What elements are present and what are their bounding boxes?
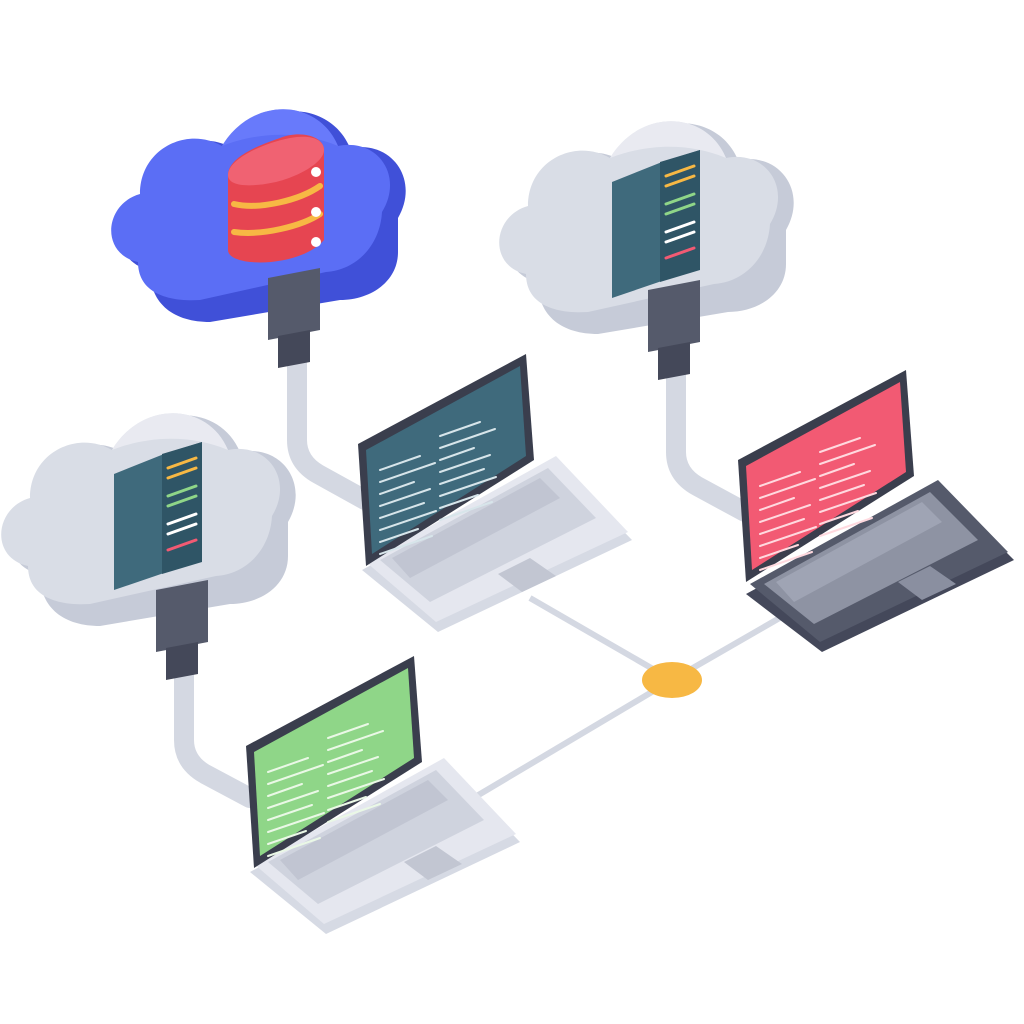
database-icon [228, 134, 324, 263]
network-links [468, 595, 792, 803]
keyboard [268, 770, 484, 904]
touchpad [498, 558, 556, 592]
touchpad [404, 846, 462, 880]
cloud-server-right [499, 121, 794, 380]
server-rack-icon [612, 150, 700, 298]
cloud-server-left [1, 413, 296, 680]
plug-server-left [156, 580, 208, 680]
link-teal-hub [528, 595, 674, 683]
link-green-hub [468, 677, 674, 803]
cloud-database [111, 109, 406, 368]
laptop-teal [358, 354, 632, 632]
cable-server-left-to-laptop-green [174, 650, 260, 808]
server-rack-icon [114, 442, 202, 590]
laptop-red [738, 370, 1014, 652]
keyboard [380, 468, 596, 602]
plug-database [268, 268, 320, 368]
cables [174, 350, 755, 808]
keyboard [764, 492, 978, 624]
laptop-green [246, 656, 520, 934]
plug-server-right [648, 280, 700, 380]
hub-node-icon [642, 662, 702, 698]
cable-database-to-laptop-teal [287, 350, 375, 510]
cable-server-right-to-laptop-red [666, 362, 755, 522]
touchpad [898, 566, 956, 600]
